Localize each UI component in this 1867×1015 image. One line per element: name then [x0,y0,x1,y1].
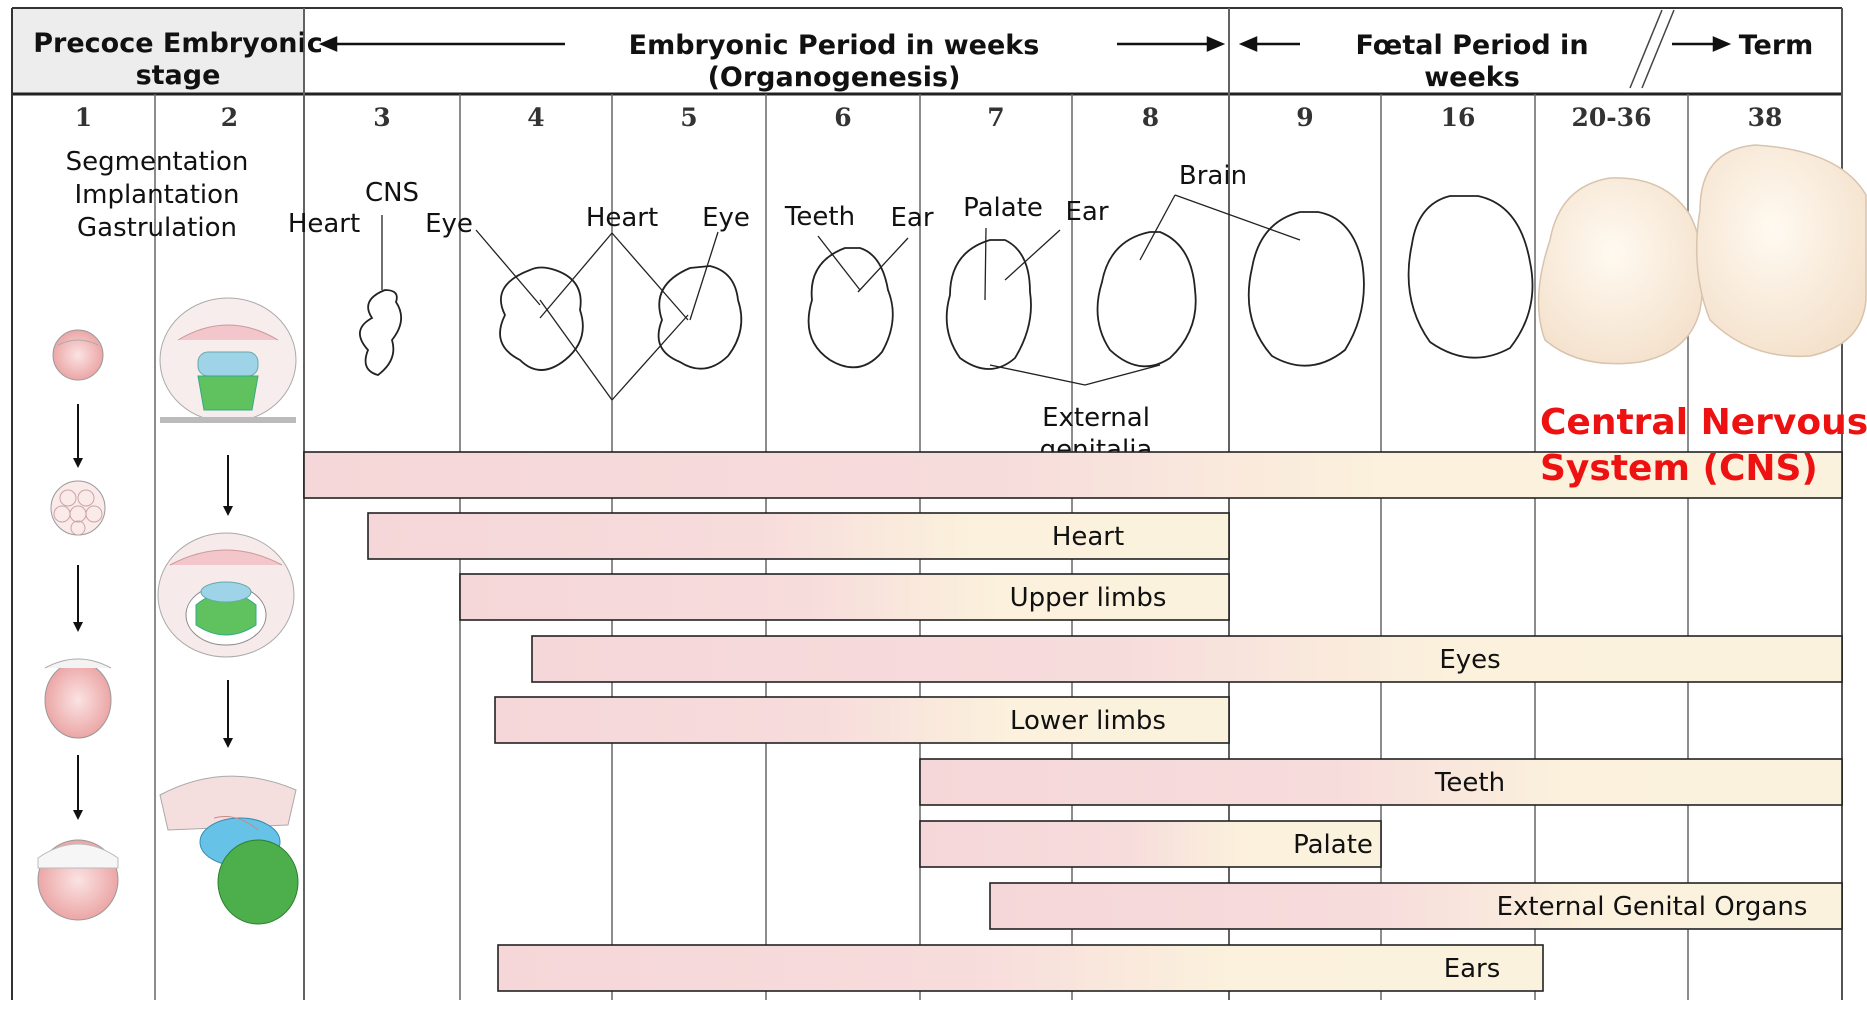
precoce-header-line2: stage [136,60,221,91]
stage-note-segmentation: Segmentation [66,147,249,177]
week-number: 7 [987,103,1004,132]
week-number: 8 [1142,103,1159,132]
label-eye-week4: Eye [425,209,473,239]
week-number: 38 [1748,103,1783,132]
week2-illustration-1 [160,298,296,422]
precoce-header-line1: Precoce Embryonic [33,28,323,59]
organ-bar-label: Eyes [1439,645,1500,675]
organ-bar [920,759,1842,805]
week-number: 16 [1441,103,1476,132]
organ-bar-label: Lower limbs [1010,706,1166,736]
label-cns: CNS [365,178,419,208]
fetus-week20-36-icon [1539,178,1704,364]
embryonic-header-line1: Embryonic Period in weeks [629,30,1040,61]
label-teeth: Teeth [784,202,855,232]
morula-icon [51,481,105,535]
embryonic-header-line2: (Organogenesis) [708,62,961,93]
label-palate: Palate [963,193,1043,223]
label-external-genitalia-line1: External [1042,403,1150,433]
zygote-cell-icon [53,330,103,380]
foetal-header-line2: weeks [1424,62,1520,93]
week-number: 4 [527,103,544,132]
organ-bar-label: Teeth [1434,768,1505,798]
label-brain: Brain [1179,161,1247,191]
blastocyst-icon [45,662,111,738]
label-ear-week7: Ear [1065,197,1108,227]
organ-bar-label: External Genital Organs [1497,892,1808,922]
fetus-week38-icon [1697,145,1866,356]
organ-bar-label: Ears [1444,954,1501,984]
foetal-header-line1: Fœtal Period in [1355,30,1588,61]
week-number: 9 [1296,103,1313,132]
stage-note-gastrulation: Gastrulation [77,213,237,243]
week-number: 6 [834,103,851,132]
organ-bar-label: Upper limbs [1010,583,1167,613]
label-eye-week5: Eye [702,203,750,233]
organ-bar [498,945,1543,991]
organ-bar [532,636,1842,682]
week2-illustration-2 [158,533,294,657]
organ-bar-label: System (CNS) [1540,448,1818,489]
organ-bar-label: Palate [1293,830,1373,860]
week-number: 2 [221,103,238,132]
week-number: 5 [680,103,697,132]
label-ear-week6: Ear [890,203,933,233]
week-number: 1 [75,103,92,132]
label-heart-week3: Heart [288,209,360,239]
week-number: 3 [373,103,390,132]
week-number: 20-36 [1572,103,1652,132]
label-heart-week5: Heart [586,203,658,233]
stage-note-implantation: Implantation [74,180,239,210]
organ-bar-label: Central Nervous [1540,402,1867,443]
organ-bar-label: Heart [1052,522,1124,552]
term-header: Term [1739,30,1814,61]
